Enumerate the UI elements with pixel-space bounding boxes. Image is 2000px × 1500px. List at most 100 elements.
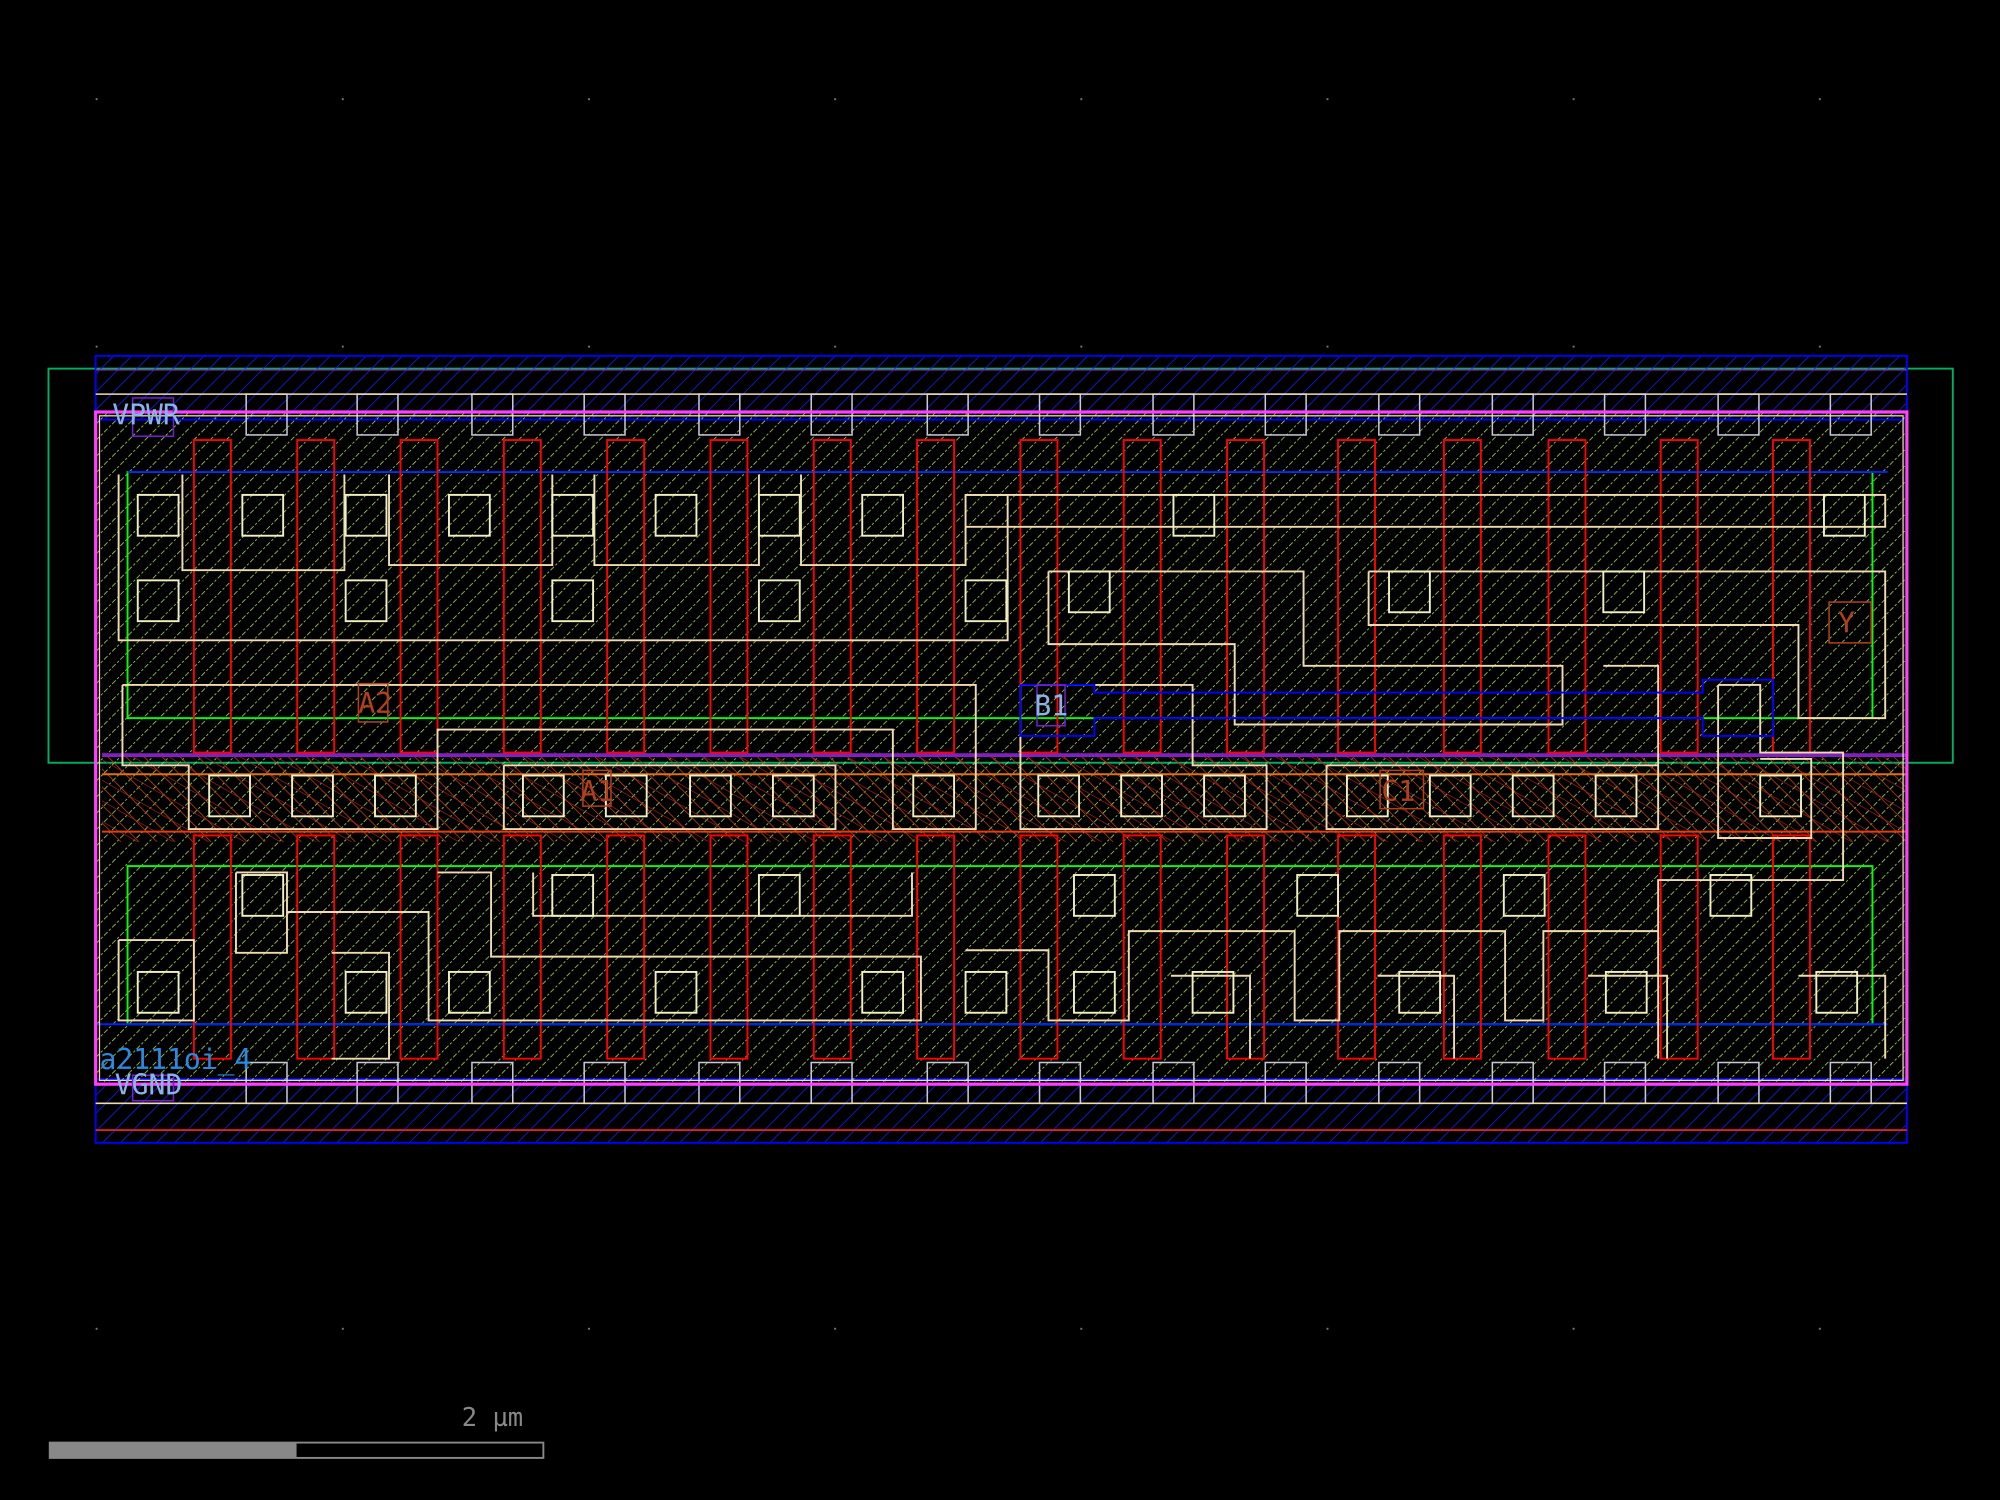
- contact: [1759, 774, 1802, 818]
- grid-dots: [95, 98, 1821, 1330]
- poly-gate: [1442, 834, 1482, 1060]
- contact: [1191, 970, 1235, 1014]
- grid-dot: [1080, 98, 1083, 101]
- vgnd-rail: [94, 1078, 1908, 1144]
- y-pin-box: [1828, 601, 1872, 644]
- grid-dot: [1572, 1327, 1575, 1330]
- li1-fill: [95, 411, 1907, 1085]
- contact: [757, 874, 801, 917]
- contact: [1296, 874, 1339, 917]
- grid-dot: [1080, 1327, 1083, 1330]
- contact: [344, 970, 388, 1014]
- grid-dot: [1818, 1327, 1821, 1330]
- scale-bar-label: 2 µm: [462, 1403, 523, 1433]
- vpwr-pin-box: [131, 397, 175, 437]
- contact: [861, 970, 905, 1014]
- contact: [757, 579, 801, 623]
- grid-dot: [341, 345, 344, 348]
- contact: [374, 774, 417, 818]
- grid-dot: [1326, 98, 1329, 101]
- li1-shapes: [117, 474, 1887, 1060]
- cell-name-label: a2111oi_4: [99, 1043, 251, 1077]
- c1-label: C1: [1381, 775, 1415, 808]
- contact: [1709, 874, 1753, 917]
- grid-dot: [341, 1327, 344, 1330]
- poly-gate: [606, 834, 646, 1060]
- contact: [1073, 874, 1116, 917]
- contact: [522, 774, 565, 818]
- poly-gate: [1122, 834, 1162, 1060]
- contact: [757, 493, 801, 537]
- contact: [604, 774, 648, 818]
- grid-dot: [1818, 98, 1821, 101]
- poly-gate: [1547, 834, 1587, 1060]
- poly-gate: [296, 834, 336, 1060]
- poly-gate: [709, 834, 749, 1060]
- contact: [1172, 493, 1216, 537]
- grid-dot: [1572, 98, 1575, 101]
- poly-band: [102, 752, 1907, 842]
- poly-gate: [192, 439, 232, 754]
- b1-pin-box: [1036, 684, 1066, 727]
- contact: [654, 970, 698, 1014]
- poly-gate: [1772, 834, 1811, 1060]
- contact: [136, 493, 180, 537]
- contact: [1398, 970, 1442, 1014]
- poly-gates: [192, 439, 1811, 1060]
- a2-label: A2: [358, 687, 392, 720]
- contact: [1511, 774, 1555, 818]
- poly-gate: [812, 834, 852, 1060]
- contact: [1823, 493, 1866, 537]
- poly-gate: [1019, 439, 1059, 754]
- poly-gate: [812, 439, 852, 754]
- vpwr-rail: [94, 354, 1908, 421]
- grid-dot: [95, 98, 98, 101]
- poly-gate: [916, 439, 956, 754]
- contact: [1120, 774, 1163, 818]
- contact: [772, 774, 815, 818]
- contact: [1428, 774, 1472, 818]
- grid-dot: [834, 345, 837, 348]
- poly-gate: [296, 439, 336, 754]
- contact: [654, 493, 698, 537]
- contact: [241, 493, 285, 537]
- grid-dot: [1818, 345, 1821, 348]
- contact: [689, 774, 732, 818]
- y-label: Y: [1838, 607, 1855, 640]
- grid-dot: [1326, 1327, 1329, 1330]
- a2-pin-box: [357, 682, 389, 723]
- grid-dot: [95, 345, 98, 348]
- contact: [448, 970, 491, 1014]
- grid-dot: [834, 1327, 837, 1330]
- poly-gate: [1659, 439, 1699, 754]
- grid-dot: [1326, 345, 1329, 348]
- contact: [1604, 970, 1648, 1014]
- contact: [1594, 774, 1638, 818]
- poly-gate: [1547, 439, 1587, 754]
- poly-gate: [1442, 439, 1482, 754]
- vgnd-label: VGND: [115, 1068, 183, 1101]
- contacts: [136, 493, 1866, 1014]
- contact: [136, 579, 180, 623]
- poly-gate: [399, 834, 439, 1060]
- poly-gate: [399, 439, 439, 754]
- poly-gate: [606, 439, 646, 754]
- grid-dot: [341, 98, 344, 101]
- contact: [1203, 774, 1246, 818]
- grid-dot: [1572, 345, 1575, 348]
- a1-label: A1: [580, 775, 614, 808]
- grid-dot: [1080, 345, 1083, 348]
- c1-pin-box: [1379, 769, 1425, 810]
- poly-gate: [1337, 834, 1376, 1060]
- contact: [344, 493, 388, 537]
- poly-gate: [502, 439, 542, 754]
- vpwr-label: VPWR: [112, 399, 180, 432]
- contact: [1815, 970, 1859, 1014]
- poly-gate: [1019, 834, 1059, 1060]
- poly-gate: [502, 834, 542, 1060]
- contact: [291, 774, 334, 818]
- contact: [136, 970, 180, 1014]
- contact: [1067, 570, 1111, 614]
- poly-gate: [709, 439, 749, 754]
